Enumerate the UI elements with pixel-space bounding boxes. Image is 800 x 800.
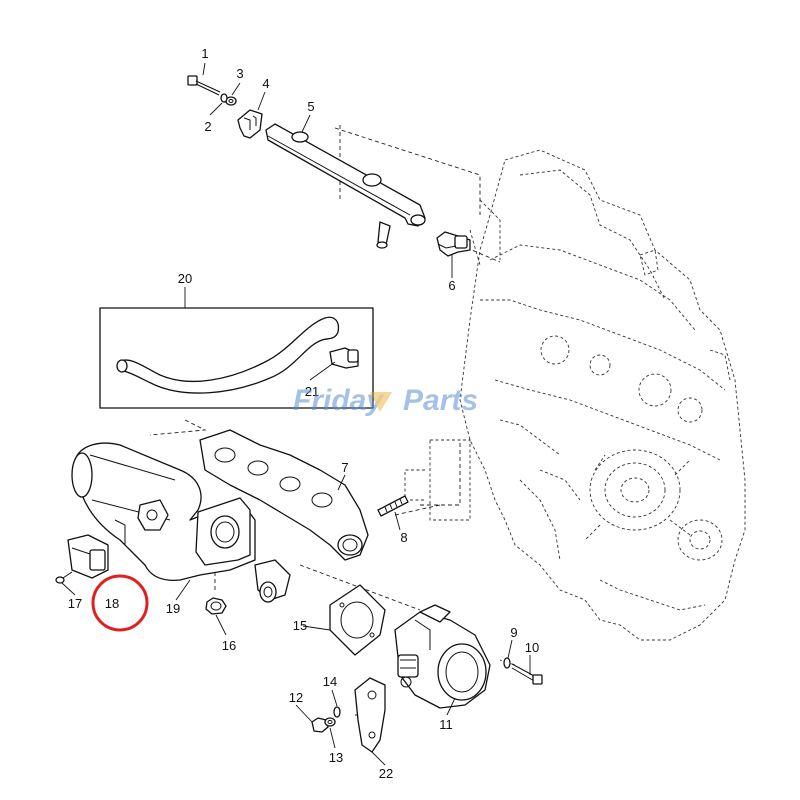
engine-block-outline [404, 149, 746, 641]
part-17-screw [55, 571, 73, 584]
label-21: 21 [305, 384, 319, 399]
label-1: 1 [201, 46, 208, 61]
label-10: 10 [525, 640, 539, 655]
part-11-throttle-body [394, 604, 491, 709]
label-9: 9 [510, 625, 517, 640]
label-17: 17 [68, 596, 82, 611]
part-1-bolt [187, 75, 221, 96]
label-13: 13 [329, 750, 343, 765]
part-8-stud [377, 495, 409, 517]
label-22: 22 [379, 766, 393, 781]
part-14-washer [333, 706, 341, 718]
part-10-bolt [511, 663, 543, 685]
part-13-washer [324, 717, 336, 727]
part-19-intake-manifold [71, 442, 291, 603]
label-6: 6 [448, 278, 455, 293]
label-15: 15 [293, 618, 307, 633]
part-4-bracket [237, 109, 263, 139]
label-20: 20 [178, 271, 192, 286]
part-22-bracket [354, 677, 386, 753]
part-7-manifold-gasket [199, 429, 369, 561]
label-4: 4 [262, 76, 269, 91]
part-15-throttle-gasket [329, 584, 386, 656]
label-16: 16 [222, 638, 236, 653]
part-16-nut [205, 597, 227, 615]
highlight-circle-part-18 [91, 574, 149, 632]
leader-lines [61, 62, 531, 766]
part-9-washer [503, 657, 511, 669]
label-18: 18 [105, 596, 119, 611]
watermark-logo: Friday Parts [293, 384, 478, 417]
part-2-washer [220, 93, 228, 103]
part-labels: 1 2 3 4 5 6 7 8 9 10 11 12 13 14 15 16 1… [68, 46, 539, 781]
part-18-sensor [67, 534, 109, 579]
part-20-hose-box [99, 307, 374, 409]
label-11: 11 [439, 717, 453, 732]
part-12-nut [311, 717, 329, 733]
part-6-injector [436, 231, 471, 257]
label-19: 19 [166, 601, 180, 616]
part-5-fuel-rail [265, 123, 426, 249]
label-5: 5 [307, 99, 314, 114]
label-7: 7 [341, 460, 348, 475]
label-12: 12 [289, 690, 303, 705]
label-3: 3 [236, 66, 243, 81]
label-14: 14 [323, 674, 337, 689]
label-2: 2 [204, 119, 211, 134]
svg-text:Parts: Parts [403, 384, 478, 417]
svg-text:Friday: Friday [293, 384, 384, 417]
label-8: 8 [400, 530, 407, 545]
